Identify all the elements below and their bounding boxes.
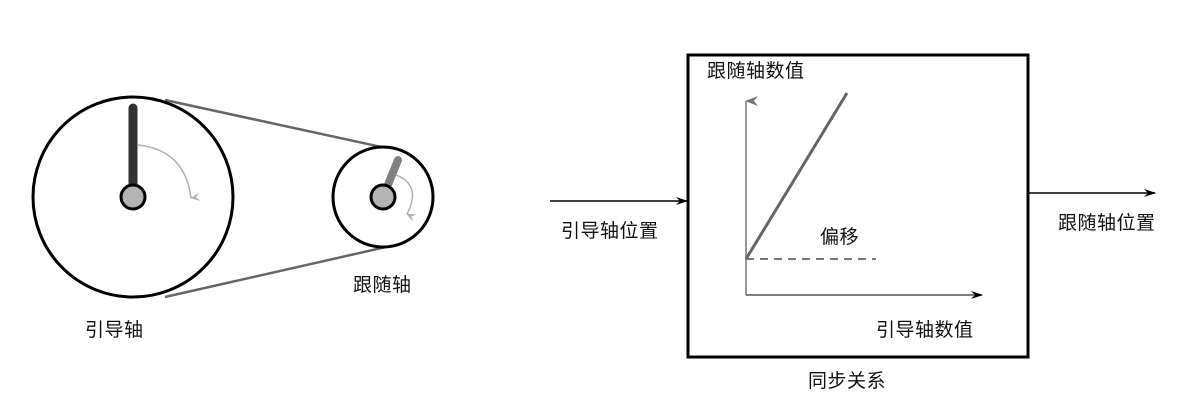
follower-pulley	[331, 145, 435, 249]
leader-rotation-arrow-icon	[137, 144, 201, 201]
sync-block-title: 同步关系	[808, 370, 887, 392]
y-axis-label: 跟随轴数值	[707, 60, 805, 82]
follower-shaft-label: 跟随轴	[353, 274, 412, 296]
offset-label: 偏移	[820, 226, 860, 248]
leader-shaft-label: 引导轴	[85, 319, 144, 341]
sync-ratio-line	[744, 92, 849, 260]
sync-block-frame	[686, 53, 1030, 359]
belt	[164, 98, 387, 299]
leader-pulley	[31, 95, 235, 299]
input-label: 引导轴位置	[561, 220, 659, 242]
follower-rotation-arrow-icon	[395, 174, 417, 222]
output-label: 跟随轴位置	[1058, 212, 1156, 234]
x-axis-label: 引导轴数值	[876, 319, 974, 341]
follower-hub	[369, 183, 397, 211]
relation-graph	[744, 92, 983, 299]
leader-hub	[119, 183, 147, 211]
